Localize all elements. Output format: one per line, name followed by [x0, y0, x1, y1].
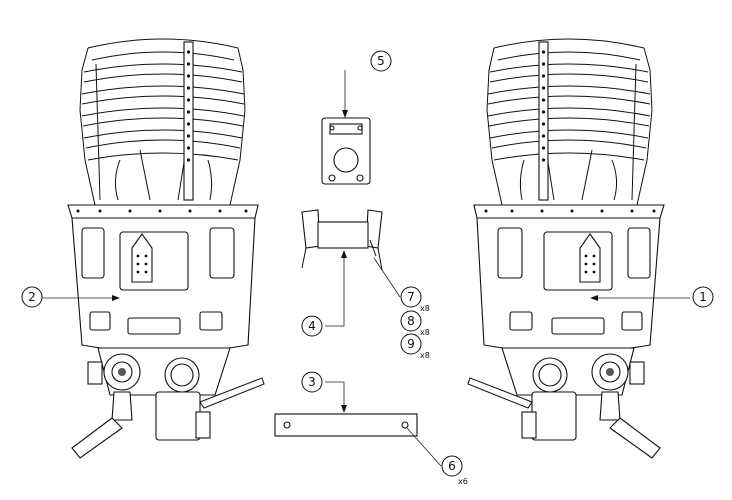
- callout-4: 4: [301, 315, 323, 337]
- callout-6-multiplier: x6: [458, 477, 468, 486]
- left-lower-cone: [71, 347, 265, 459]
- right-fixture-assembly: [467, 38, 665, 459]
- center-bracket-part-5: [321, 117, 371, 185]
- left-fixture-assembly: [67, 38, 265, 459]
- center-plate-part-3: [274, 413, 418, 437]
- callout-4-label: 4: [308, 319, 316, 333]
- callout-7: 7 x8: [400, 286, 430, 313]
- callout-8-multiplier: x8: [420, 328, 430, 337]
- callout-8: 8 x8: [400, 310, 430, 337]
- callout-6-label: 6: [448, 459, 456, 473]
- callout-5-label: 5: [377, 54, 385, 68]
- callout-2: 2: [21, 286, 43, 308]
- callout-7-label: 7: [407, 290, 415, 304]
- callout-3-label: 3: [308, 375, 316, 389]
- left-coil-cage: [79, 38, 246, 206]
- callout-8-label: 8: [407, 314, 415, 328]
- callout-3: 3: [301, 371, 323, 393]
- callout-9: 9 x8: [400, 333, 430, 360]
- center-spool-part-4: [301, 209, 383, 271]
- callout-7-multiplier: x8: [420, 304, 430, 313]
- callout-6: 6 x6: [441, 455, 468, 486]
- callout-2-label: 2: [28, 290, 36, 304]
- callout-1-label: 1: [699, 290, 707, 304]
- right-housing-band: [473, 204, 665, 354]
- left-strip-bolts: [186, 50, 191, 162]
- callout-9-label: 9: [407, 337, 415, 351]
- leader-lines: [42, 70, 690, 467]
- callout-5: 5: [370, 50, 392, 72]
- callout-9-multiplier: x8: [420, 351, 430, 360]
- right-coil-cage: [486, 38, 653, 206]
- callout-1: 1: [692, 286, 714, 308]
- left-housing-band: [67, 204, 259, 354]
- right-lower-cone: [467, 347, 661, 459]
